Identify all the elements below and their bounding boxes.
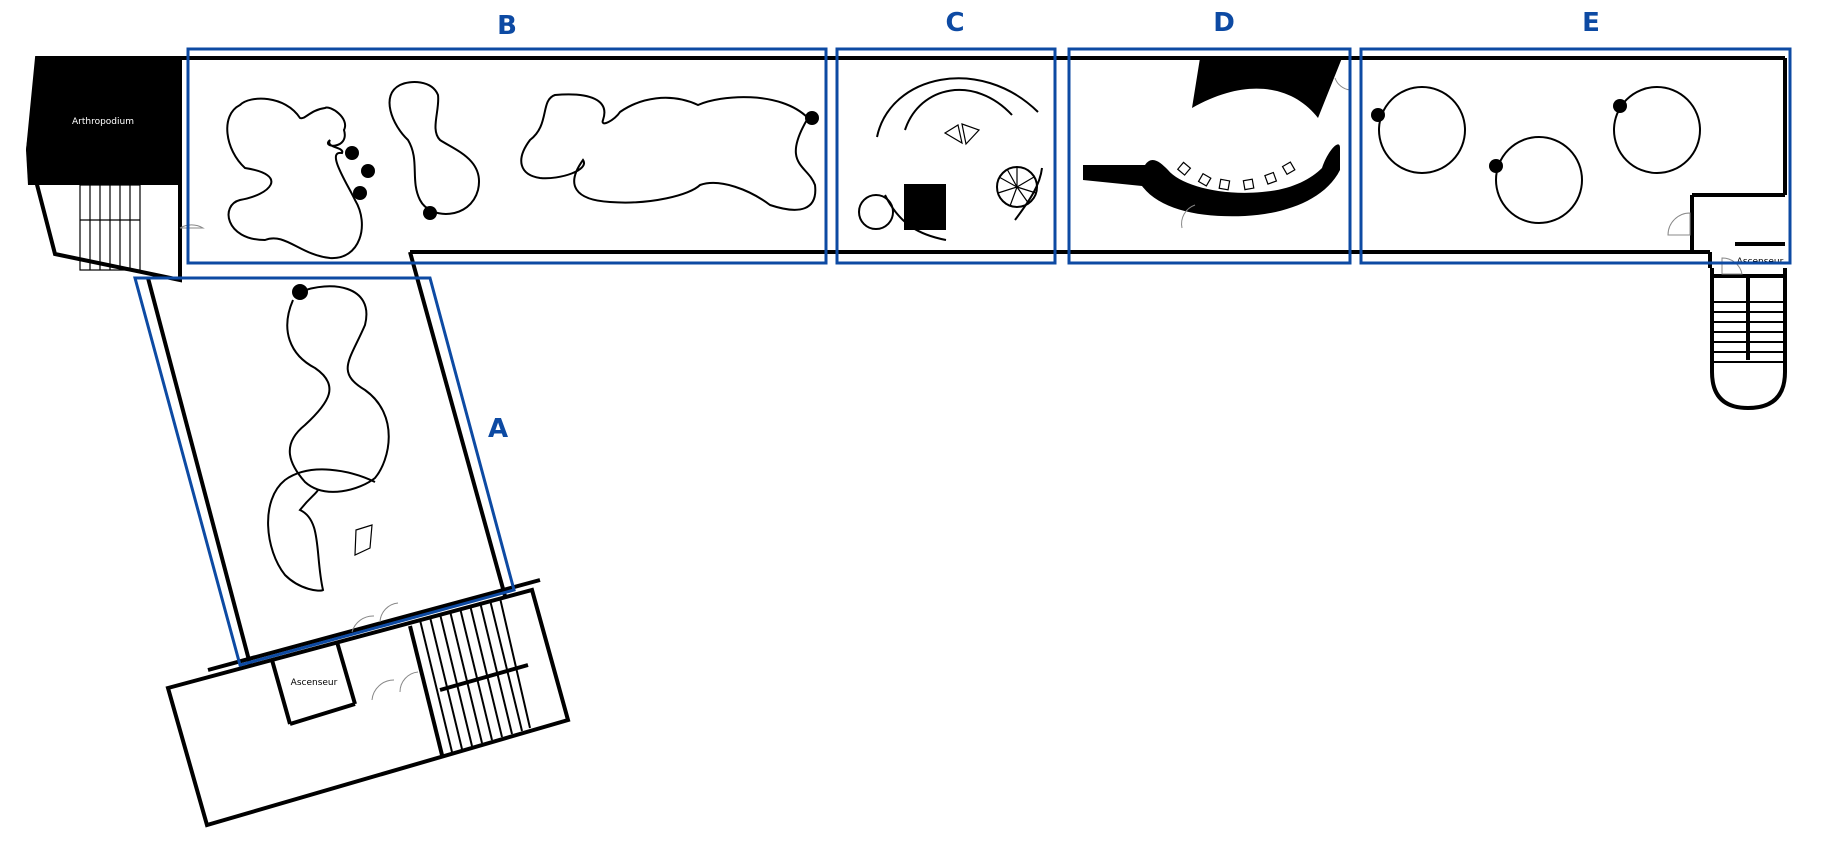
zone-e-exhibits [1371, 86, 1701, 224]
door-icon [399, 671, 419, 693]
zone-e-label: E [1582, 8, 1600, 38]
door-icon [1667, 212, 1691, 236]
zone-a-exhibits [267, 284, 390, 592]
corridor-walls [180, 56, 1787, 268]
door-icon [179, 224, 205, 229]
zone-b-label: B [497, 11, 517, 41]
bottom-stairs [419, 597, 531, 753]
door-icon [1721, 257, 1743, 275]
zone-b-outline[interactable] [186, 47, 828, 265]
arthropodium-room: Arthropodium [25, 56, 182, 283]
zone-c-outline[interactable] [835, 47, 1057, 265]
zone-a-outline[interactable] [133, 276, 516, 667]
zone-d-outline[interactable] [1067, 47, 1352, 265]
zone-c-label: C [945, 8, 964, 38]
zone-e-outline[interactable] [1359, 47, 1792, 265]
door-icon [351, 615, 375, 633]
zone-d-exhibits [1083, 58, 1351, 229]
left-stairs [79, 184, 141, 271]
door-icon [379, 602, 399, 623]
door-icon [371, 679, 395, 701]
bottom-building: Ascenseur [165, 578, 571, 828]
zone-b-exhibits [226, 81, 819, 260]
elevator-left-label: Ascenseur [291, 678, 338, 688]
right-stair-tower: Ascenseur [1710, 257, 1787, 411]
arthropodium-label: Arthropodium [72, 117, 134, 127]
zone-d-label: D [1213, 8, 1235, 38]
zone-c-exhibits [858, 77, 1043, 241]
wing-a-walls [146, 251, 507, 665]
zone-a-label: A [488, 414, 508, 444]
